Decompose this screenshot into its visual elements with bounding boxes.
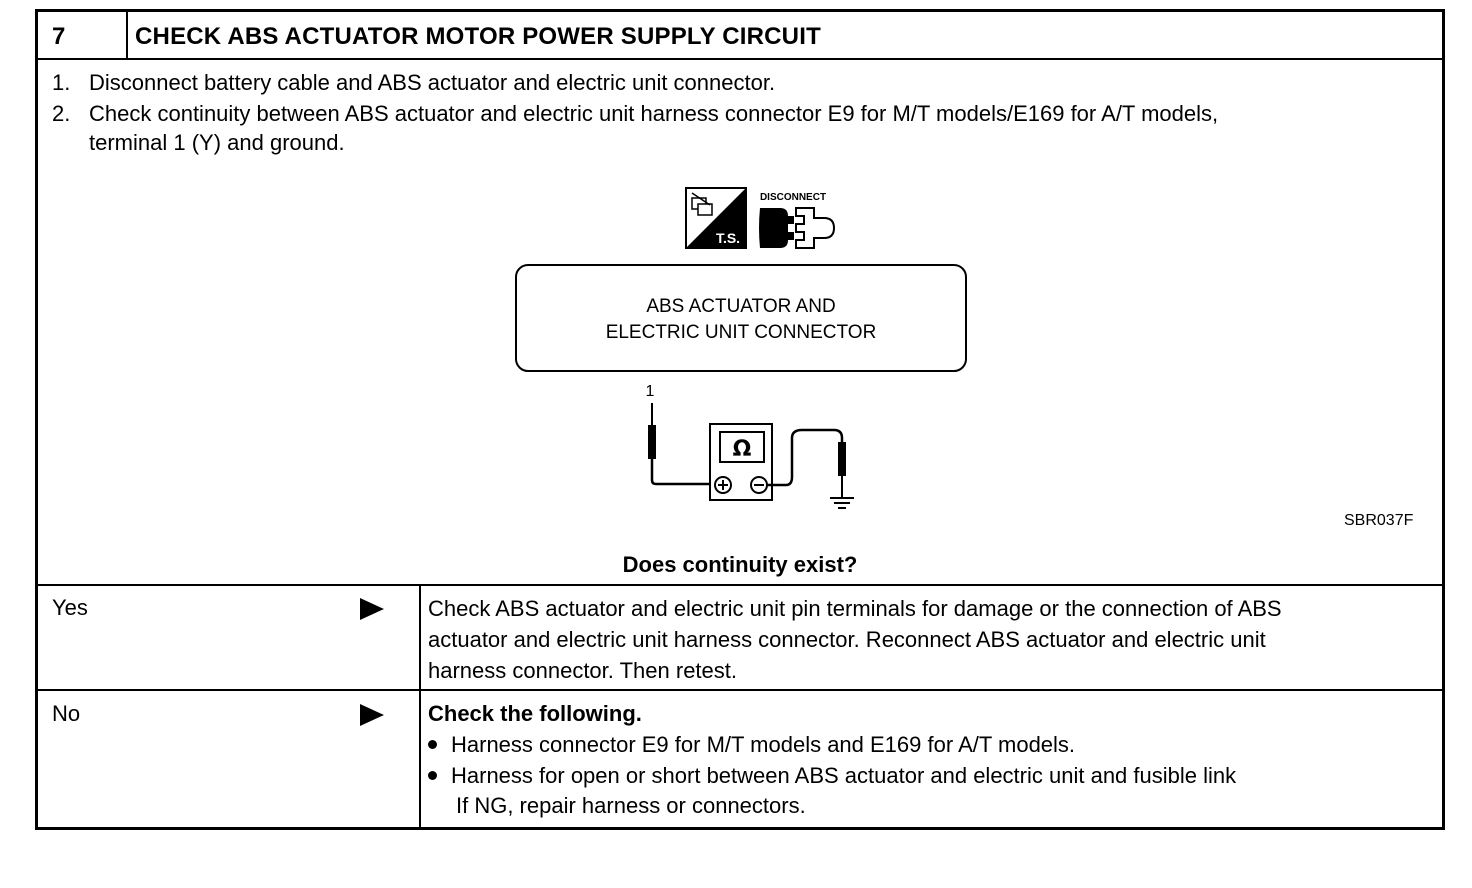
answer-yes-arrow-icon — [360, 598, 384, 620]
terminal-label: 1 — [646, 383, 655, 400]
ohmmeter: Ω — [709, 423, 773, 501]
ground-icon — [830, 497, 854, 509]
figure-code: SBR037F — [1344, 512, 1414, 529]
answer-no-bullet-2: Harness for open or short between ABS ac… — [428, 763, 1236, 789]
answer-divider-rule — [38, 689, 1442, 691]
ts-icon: T.S. — [685, 187, 747, 249]
connector-label-line2: ELECTRIC UNIT CONNECTOR — [606, 322, 877, 343]
ohm-symbol: Ω — [733, 437, 752, 462]
answer-yes-text: Check ABS actuator and electric unit pin… — [428, 596, 1282, 683]
answer-no-arrow-icon — [360, 704, 384, 726]
answer-yes-label: Yes — [52, 595, 88, 620]
left-probe — [648, 403, 721, 486]
bullet-icon — [428, 770, 437, 780]
question-bottom-rule — [38, 584, 1442, 586]
connector-label-line1: ABS ACTUATOR AND — [646, 296, 835, 317]
answer-no-bullet-1: Harness connector E9 for M/T models and … — [428, 732, 1075, 758]
answer-column-divider — [419, 585, 421, 827]
answer-no-label: No — [52, 701, 81, 726]
ts-label: T.S. — [716, 230, 740, 246]
instruction-2-continuation: terminal 1 (Y) and ground. — [89, 130, 345, 155]
instruction-2: 2.Check continuity between ABS actuator … — [52, 101, 1219, 126]
header-divider — [126, 12, 128, 58]
instruction-1: 1.Disconnect battery cable and ABS actua… — [52, 70, 776, 95]
answer-no-heading: Check the following. — [428, 701, 642, 726]
connector-box — [515, 264, 967, 372]
disconnect-icon: DISCONNECT — [759, 192, 836, 249]
continuity-diagram: T.S. DISCONNECT ABS ACTUATOR AND ELECTRI… — [515, 187, 967, 509]
step-table: 7 CHECK ABS ACTUATOR MOTOR POWER SUPPLY … — [35, 9, 1445, 830]
question: Does continuity exist? — [622, 552, 858, 577]
step-number: 7 — [52, 23, 66, 50]
header-bottom-rule — [38, 58, 1442, 60]
right-probe — [767, 428, 846, 498]
step-title: CHECK ABS ACTUATOR MOTOR POWER SUPPLY CI… — [135, 23, 821, 50]
bullet-icon — [428, 739, 437, 749]
answer-no-continuation: If NG, repair harness or connectors. — [456, 793, 806, 818]
disconnect-label: DISCONNECT — [760, 192, 826, 203]
